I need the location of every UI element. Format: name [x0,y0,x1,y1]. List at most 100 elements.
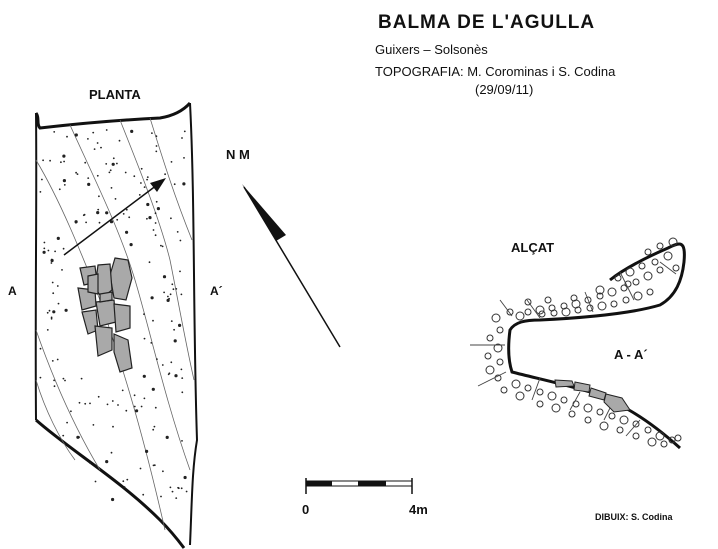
plan-dot [125,409,128,412]
plan-dot [52,292,55,295]
plan-dot [125,230,129,234]
plan-dot [133,394,136,397]
plan-dot [128,216,131,219]
plan-dot [180,487,183,490]
plan-dot [64,379,66,382]
plan-dot [122,480,125,483]
plan-dot [165,435,169,439]
plan-dot [87,138,89,140]
plan-dot [96,174,99,177]
section-circle [632,278,640,286]
plan-dot [173,339,177,343]
plan-dot [85,221,87,224]
plan-dot [122,213,125,215]
section-circle [644,248,652,256]
plan-dot [111,162,115,166]
plan-dot [53,379,55,382]
section-circle [584,416,592,424]
plan-dot [142,374,146,378]
plan-dot [181,377,184,379]
topography-credit: TOPOGRAFIA: M. Corominas i S. Codina [375,64,616,79]
section-circle [500,386,508,394]
plan-dot [146,217,148,220]
plan-dot [181,391,184,394]
plan-dot [89,402,91,405]
plan-dot [116,218,119,221]
plan-dot [78,401,81,404]
section-circle [614,274,622,282]
plan-dot [76,173,79,176]
scale-bar [305,478,413,494]
plan-dot [87,182,91,186]
plan-dot [50,258,54,263]
plan-dot [53,131,56,133]
section-circle [651,258,659,266]
plan-dot [111,497,115,502]
plan-dot [80,377,83,380]
plan-dot [105,129,108,131]
plan-dot [156,358,158,360]
section-circle [511,379,521,389]
section-circle [547,391,557,401]
plan-dot [109,169,112,172]
plan-dot [182,182,186,186]
section-name: A - A´ [614,347,648,362]
plan-dot [150,342,153,344]
plan-dot [162,470,164,473]
plan-dot [106,403,109,406]
plan-dot [43,247,46,250]
section-ticks [470,261,677,437]
plan-dot [150,296,154,300]
plan-dot [152,229,155,231]
plan-dot [168,372,171,375]
section-circle [632,432,640,440]
plan-dot [129,243,133,247]
plan-dot [138,194,141,196]
plan-dot [155,150,158,153]
section-circle [607,287,617,297]
section-circle [656,242,664,250]
plan-dot [143,313,145,315]
section-circle [622,296,630,304]
plan-dot [51,281,54,284]
plan-dot [152,319,154,322]
section-circle [524,308,532,316]
plan-dot [151,387,155,391]
section-circle [538,310,546,318]
plan-dot [112,157,115,160]
plan-dot [52,310,56,314]
section-circle [551,403,561,413]
plan-dot [43,241,46,244]
section-circle [550,309,558,317]
plan-dot [39,376,42,379]
plan-dot [162,275,167,279]
north-arrow [242,184,341,348]
section-circle [608,412,616,420]
plan-dot [50,316,53,319]
plan-dot [114,198,117,200]
plan-dot [143,337,146,340]
plan-dot [171,490,174,493]
plan-dot [98,221,101,224]
plan-dot [42,159,44,162]
plan-dot [96,211,100,215]
section-circle [496,326,504,334]
plan-dot [133,405,136,408]
section-circle [560,396,568,404]
plan-dot [56,236,60,240]
plan-dot [169,293,172,296]
plan-dot [130,129,134,133]
plan-dot [135,409,139,413]
plan-dot [156,207,160,211]
plan-dot [64,308,68,312]
plan-dot [39,347,42,350]
section-rocks [554,379,631,413]
section-circle [568,410,576,418]
plan-dot [50,317,53,320]
section-circle [583,403,593,413]
plan-dot [170,320,173,322]
plan-dot [148,216,152,220]
plan-dot [58,188,61,191]
section-circle [536,388,544,396]
